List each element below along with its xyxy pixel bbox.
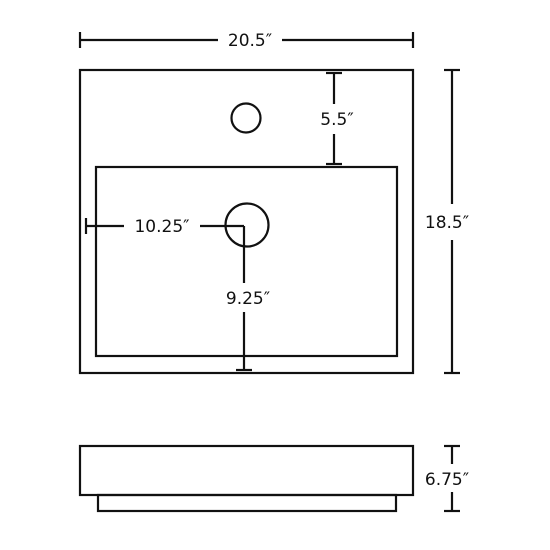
depth-dimension: 18.5″ <box>425 68 469 375</box>
drain-bottom-label: 9.25″ <box>226 289 270 309</box>
faucet-hole <box>230 102 262 134</box>
width-dimension: 20.5″ <box>78 31 415 51</box>
drain-left-dimension: 10.25″ <box>84 217 244 237</box>
side-view-base <box>96 493 398 513</box>
height-label: 6.75″ <box>425 470 469 490</box>
side-view-body <box>78 444 415 497</box>
sink-outer-outline <box>78 68 415 375</box>
faucet-offset-dimension: 5.5″ <box>320 71 354 166</box>
width-label: 20.5″ <box>228 31 272 51</box>
basin-outline <box>94 165 399 358</box>
depth-label: 18.5″ <box>425 213 469 233</box>
faucet-offset-label: 5.5″ <box>320 110 353 130</box>
height-dimension: 6.75″ <box>425 444 469 513</box>
drain-left-label: 10.25″ <box>134 217 189 237</box>
drain-bottom-dimension: 9.25″ <box>226 226 270 372</box>
